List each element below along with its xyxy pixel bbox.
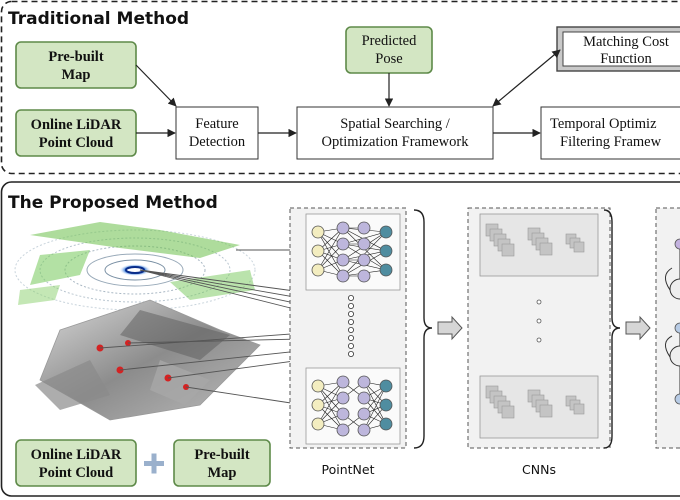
proposed-online-lidar-box: Online LiDAR Point Cloud — [15, 439, 137, 487]
cnns-label: CNNs — [522, 462, 556, 477]
matching-cost-box: Matching Cost Function — [556, 26, 680, 72]
proposed-prebuilt-map-line1: Pre-built — [194, 447, 249, 463]
traditional-panel: Traditional Method Pre-built Map Online … — [0, 0, 680, 175]
cnn-feature-maps-top — [485, 223, 585, 257]
spatial-search-box: Spatial Searching / Optimization Framewo… — [296, 106, 494, 160]
predicted-pose-line1: Predicted — [362, 33, 418, 49]
predicted-pose-box: Predicted Pose — [345, 26, 433, 74]
matching-cost-line2: Function — [600, 51, 652, 67]
pointnet-brace — [413, 209, 433, 449]
temporal-line1: Temporal Optimiz — [550, 116, 657, 132]
temporal-line2: Filtering Framew — [560, 134, 662, 150]
proposed-title: The Proposed Method — [8, 193, 218, 213]
lidar-point-cloud-illustration — [14, 222, 256, 311]
spatial-search-line2: Optimization Framework — [322, 134, 470, 150]
prebuilt-map-illustration — [35, 299, 261, 421]
trad-online-lidar-line1: Online LiDAR — [31, 117, 122, 133]
trad-prebuilt-map-line2: Map — [62, 67, 91, 83]
temporal-box: Temporal Optimiz Filtering Framew — [540, 106, 680, 160]
cnns-container — [467, 207, 611, 449]
pointnet-container — [289, 207, 407, 449]
cnn-ellipsis-dots — [536, 299, 542, 343]
pointnet-input-points — [347, 294, 354, 357]
feature-detection-box: Feature Detection — [175, 106, 259, 160]
pointnet-label: PointNet — [322, 462, 375, 477]
cnn-feature-maps-bottom — [485, 385, 585, 419]
proposed-panel: The Proposed Method — [0, 181, 680, 497]
trad-online-lidar-box: Online LiDAR Point Cloud — [15, 109, 137, 157]
block-arrow-2 — [625, 315, 651, 341]
plus-sign — [144, 453, 164, 474]
predicted-pose-line2: Pose — [375, 51, 402, 67]
proposed-online-lidar-line2: Point Cloud — [39, 465, 114, 481]
feature-detection-line1: Feature — [195, 116, 238, 132]
cnns-brace — [603, 209, 621, 449]
spatial-search-line1: Spatial Searching / — [340, 116, 451, 132]
proposed-online-lidar-line1: Online LiDAR — [31, 447, 122, 463]
traditional-title: Traditional Method — [8, 9, 189, 29]
trad-online-lidar-line2: Point Cloud — [39, 135, 114, 151]
feature-detection-line2: Detection — [189, 134, 246, 150]
traditional-arrows — [135, 49, 561, 138]
proposed-prebuilt-map-line2: Map — [208, 465, 237, 481]
proposed-prebuilt-map-box: Pre-built Map — [173, 439, 271, 487]
rnn-container — [655, 207, 680, 449]
pointnet-network-top — [305, 213, 401, 291]
pointnet-network-bottom — [305, 367, 401, 445]
block-arrow-1 — [437, 315, 463, 341]
trad-prebuilt-map-box: Pre-built Map — [15, 41, 137, 89]
matching-cost-line1: Matching Cost — [583, 34, 669, 50]
trad-prebuilt-map-line1: Pre-built — [48, 49, 103, 65]
